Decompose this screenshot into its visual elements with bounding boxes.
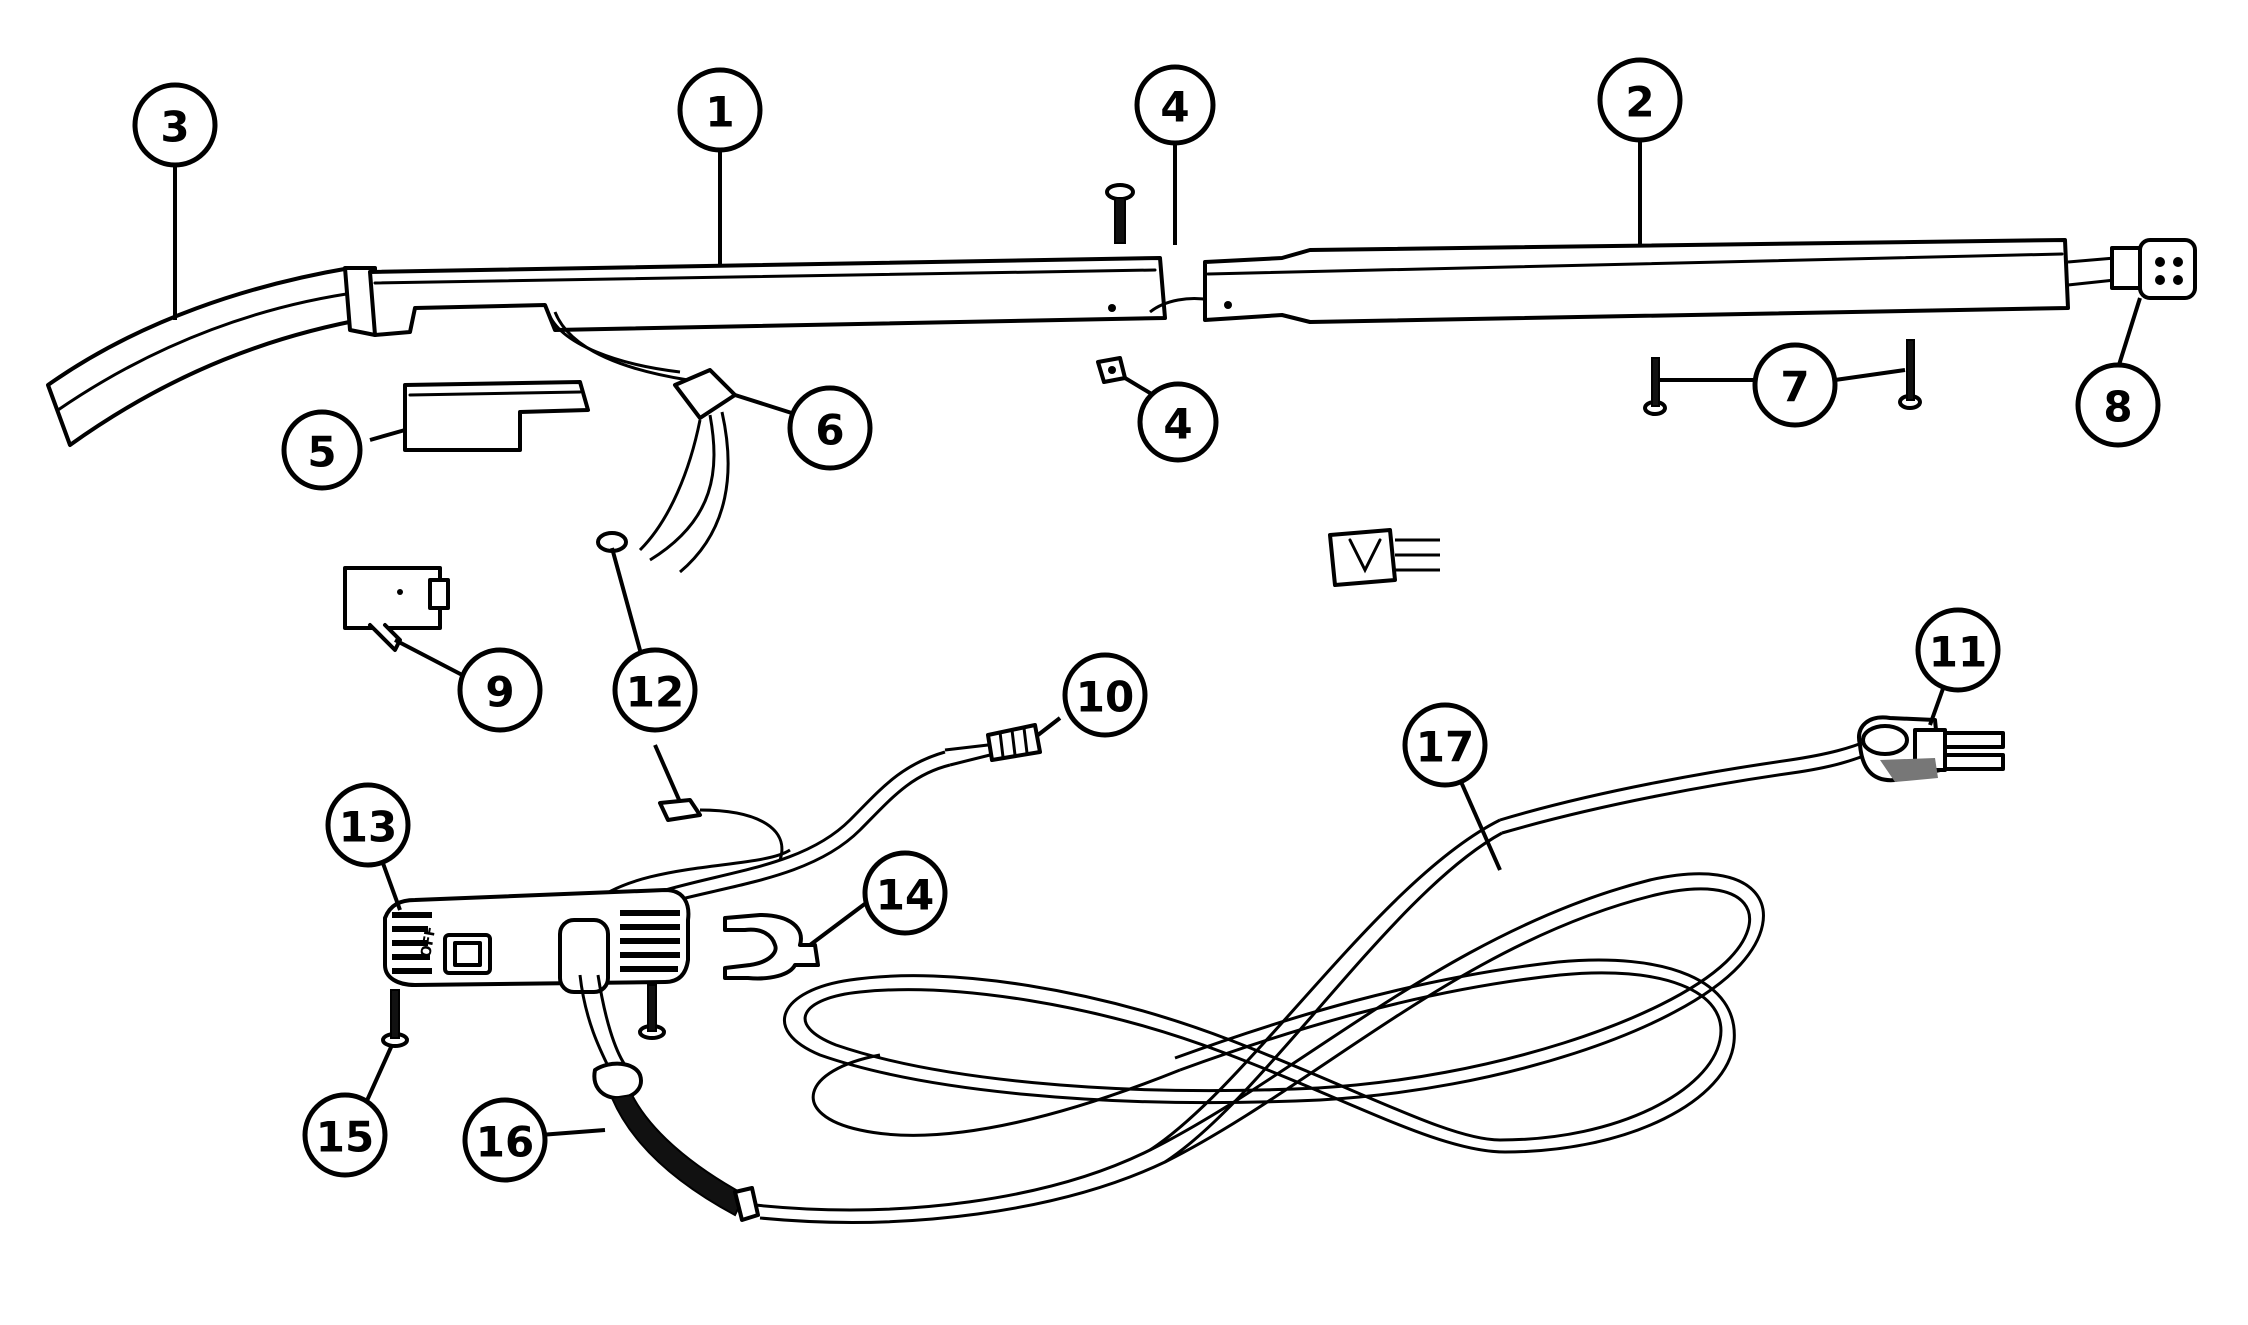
callout-9-label: 9 (485, 668, 514, 717)
callout-2-label: 2 (1625, 78, 1654, 127)
callout-16: 16 (462, 1097, 548, 1183)
callout-4-top-label: 4 (1160, 83, 1189, 132)
plug-insert-part (1328, 528, 1440, 587)
screw-top-part (1105, 183, 1135, 244)
upper-handle-tube-part (368, 256, 1167, 337)
callout-12: 12 (612, 647, 698, 733)
callout-7-label: 7 (1780, 363, 1809, 412)
strain-relief-part (578, 974, 760, 1222)
callout-13-label: 13 (339, 803, 397, 852)
callout-3-label: 3 (160, 103, 189, 152)
callout-15: 15 (302, 1092, 388, 1178)
power-cord-part (754, 738, 1875, 1224)
end-connector-part (2110, 238, 2197, 300)
wire-nut-part (944, 723, 1042, 767)
callout-10: 10 (1062, 652, 1148, 738)
switch-housing-part (403, 380, 590, 452)
callout-11-label: 11 (1929, 628, 1987, 677)
callout-3: 3 (132, 82, 218, 168)
callout-6: 6 (787, 385, 873, 471)
callout-8: 8 (2075, 362, 2161, 448)
nut-bottom-part (1096, 356, 1127, 384)
callout-6-label: 6 (815, 406, 844, 455)
callout-14: 14 (862, 850, 948, 936)
cord-clip-part (723, 913, 820, 981)
body-screw-right-part (638, 984, 666, 1040)
body-screw-part (381, 989, 409, 1048)
callout-9: 9 (457, 647, 543, 733)
callout-10-label: 10 (1076, 673, 1134, 722)
callout-8-label: 8 (2103, 383, 2132, 432)
callout-2: 2 (1597, 57, 1683, 143)
power-plug-part (1857, 715, 2005, 783)
callout-16-label: 16 (476, 1118, 534, 1167)
callout-4-bottom: 4 (1137, 381, 1219, 463)
callout-17: 17 (1402, 702, 1488, 788)
wire-terminal-part (658, 798, 784, 861)
wire-harness-part (546, 311, 737, 574)
callout-5-label: 5 (307, 428, 336, 477)
callout-4-top: 4 (1134, 64, 1216, 146)
screw-left-part (1643, 357, 1667, 416)
microswitch-part (343, 566, 450, 652)
callout-7: 7 (1752, 342, 1838, 428)
callout-4-bottom-label: 4 (1163, 400, 1192, 449)
callout-1-label: 1 (705, 88, 734, 137)
callout-17-label: 17 (1416, 723, 1474, 772)
off-mark: OFF (418, 925, 439, 958)
callout-11: 11 (1915, 607, 2001, 693)
callout-14-label: 14 (876, 871, 934, 920)
callout-15-label: 15 (316, 1113, 374, 1162)
callout-12-label: 12 (626, 668, 684, 717)
lower-handle-tube-part (1203, 238, 2116, 324)
switch-body-part: OFF (383, 888, 691, 994)
callout-1: 1 (677, 67, 763, 153)
callout-5: 5 (281, 409, 363, 491)
leader-lines (173, 128, 2142, 1137)
callout-13: 13 (325, 782, 411, 868)
screw-right-part (1898, 339, 1922, 410)
